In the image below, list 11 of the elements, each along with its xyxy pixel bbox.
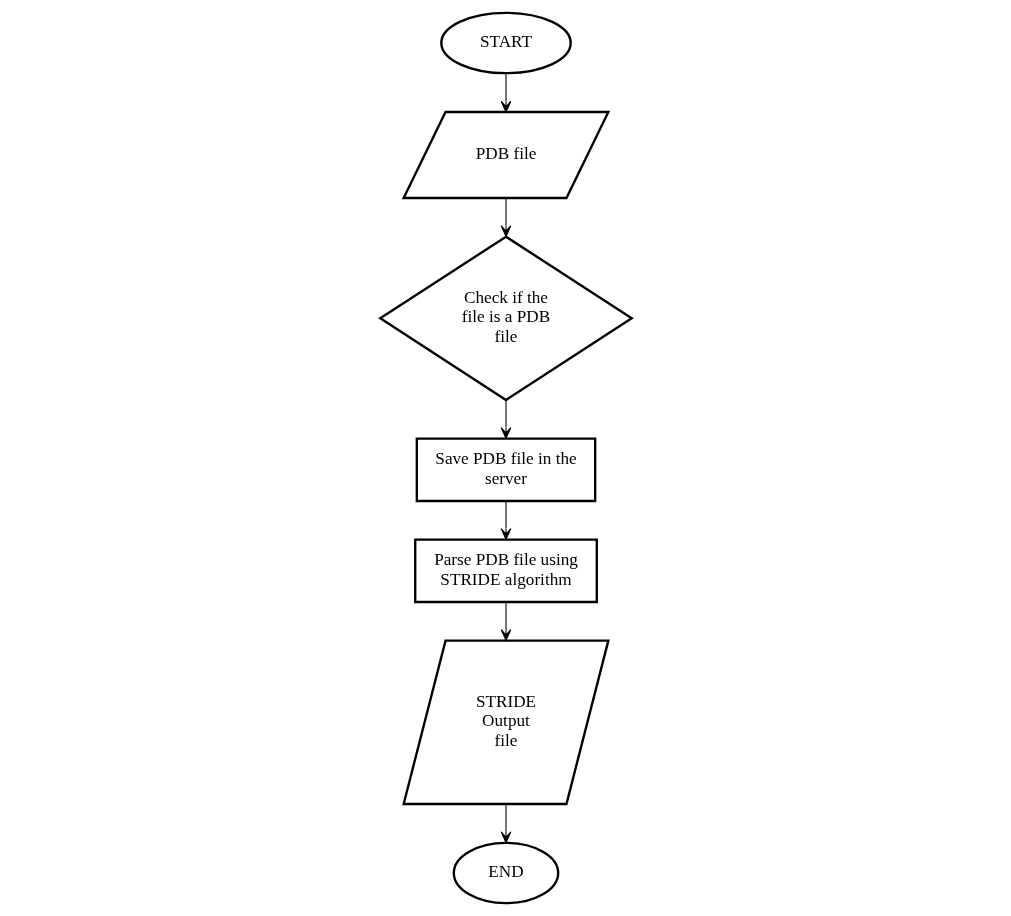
arrow	[500, 399, 511, 439]
node-ellipse: START	[439, 11, 572, 75]
node-box: Save PDB file in the server	[415, 437, 596, 503]
arrow	[500, 601, 511, 641]
node-diamond: Check if the file is a PDB file	[377, 235, 634, 402]
arrow	[500, 72, 511, 113]
node-ellipse: END	[452, 841, 559, 905]
arrow	[500, 197, 511, 237]
arrow	[500, 803, 511, 844]
node-box: Parse PDB file using STRIDE algorithm	[413, 538, 598, 604]
arrow	[500, 500, 511, 540]
